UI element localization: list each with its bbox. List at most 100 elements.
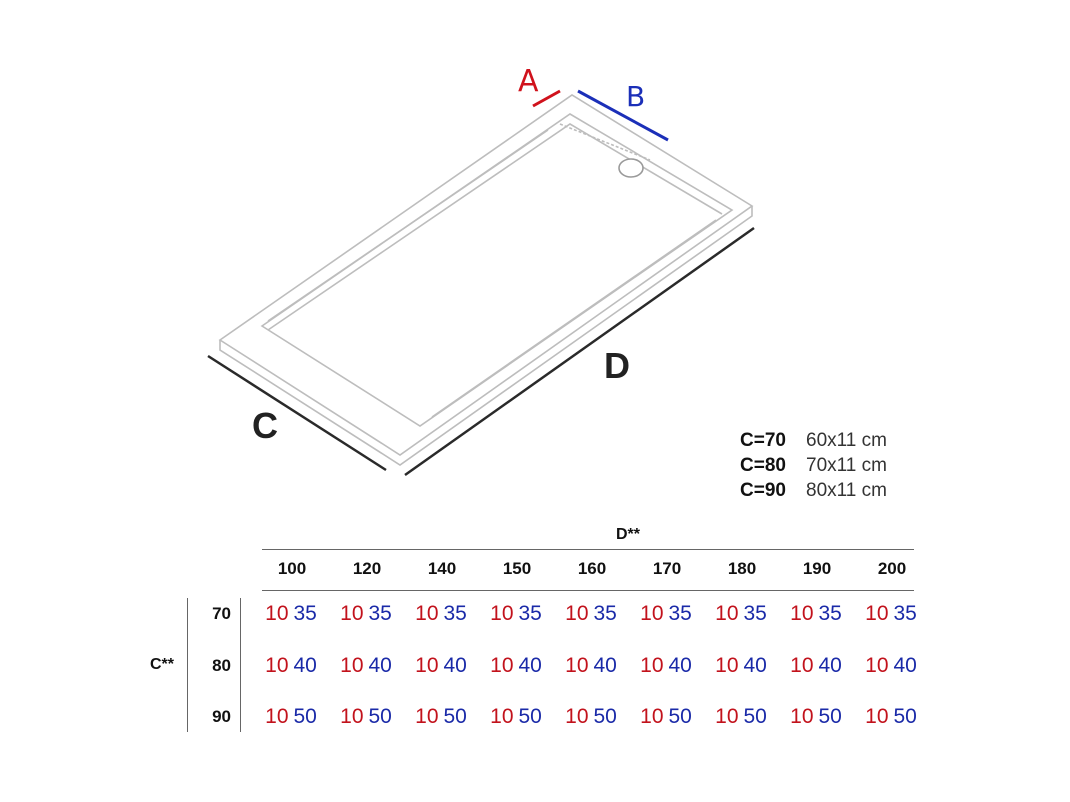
value-b: 35 bbox=[743, 602, 767, 625]
value-b: 50 bbox=[668, 705, 692, 728]
value-a: 10 bbox=[640, 705, 664, 728]
short-side-line bbox=[559, 123, 651, 161]
dimension-line-a bbox=[532, 89, 561, 108]
tray-front-edge bbox=[219, 206, 753, 466]
column-header: 160 bbox=[577, 559, 607, 578]
value-a: 10 bbox=[490, 602, 514, 625]
value-b: 50 bbox=[818, 705, 842, 728]
column-header: 170 bbox=[652, 559, 682, 578]
column-header: 150 bbox=[502, 559, 532, 578]
value-a: 10 bbox=[640, 654, 664, 677]
value-a: 10 bbox=[415, 602, 439, 625]
table-row-label-rule bbox=[240, 598, 241, 732]
value-b: 35 bbox=[293, 602, 317, 625]
value-a: 10 bbox=[265, 602, 289, 625]
column-header: 140 bbox=[427, 559, 457, 578]
value-b: 35 bbox=[443, 602, 467, 625]
tray-outline bbox=[218, 94, 754, 466]
value-b: 50 bbox=[368, 705, 392, 728]
value-a: 10 bbox=[340, 654, 364, 677]
value-b: 40 bbox=[893, 654, 917, 677]
legend-value: 60x11 cm bbox=[806, 430, 887, 451]
value-a: 10 bbox=[565, 602, 589, 625]
value-a: 10 bbox=[340, 602, 364, 625]
legend-row: C=90 80x11 cm bbox=[740, 478, 887, 503]
value-a: 10 bbox=[415, 654, 439, 677]
value-b: 40 bbox=[368, 654, 392, 677]
value-a: 10 bbox=[565, 654, 589, 677]
value-b: 40 bbox=[593, 654, 617, 677]
value-b: 40 bbox=[818, 654, 842, 677]
value-a: 10 bbox=[340, 705, 364, 728]
value-b: 40 bbox=[518, 654, 542, 677]
value-a: 10 bbox=[265, 705, 289, 728]
dimension-line-d bbox=[404, 226, 755, 477]
value-b: 50 bbox=[593, 705, 617, 728]
value-b: 50 bbox=[743, 705, 767, 728]
row-header: 90 bbox=[212, 707, 231, 726]
value-b: 50 bbox=[443, 705, 467, 728]
value-b: 50 bbox=[893, 705, 917, 728]
table-header-rule bbox=[262, 549, 914, 550]
value-b: 40 bbox=[743, 654, 767, 677]
value-a: 10 bbox=[490, 705, 514, 728]
value-b: 40 bbox=[668, 654, 692, 677]
column-header: 190 bbox=[802, 559, 832, 578]
row-header: 70 bbox=[212, 604, 231, 623]
drain-channel-line bbox=[267, 129, 549, 322]
column-header: 120 bbox=[352, 559, 382, 578]
label-a: A bbox=[518, 64, 539, 99]
value-a: 10 bbox=[565, 705, 589, 728]
table-left-rule bbox=[187, 598, 188, 732]
value-a: 10 bbox=[865, 654, 889, 677]
column-header: 100 bbox=[277, 559, 307, 578]
legend-key: C=80 bbox=[740, 455, 786, 476]
label-c: C bbox=[252, 405, 278, 446]
tray-inner-step bbox=[267, 123, 723, 331]
value-a: 10 bbox=[790, 654, 814, 677]
value-a: 10 bbox=[715, 654, 739, 677]
table-d-header: D** bbox=[616, 526, 641, 543]
value-a: 10 bbox=[865, 602, 889, 625]
value-a: 10 bbox=[265, 654, 289, 677]
value-a: 10 bbox=[640, 602, 664, 625]
dimension-line-c bbox=[207, 354, 387, 472]
table-c-header: C** bbox=[150, 656, 175, 673]
value-b: 35 bbox=[668, 602, 692, 625]
legend-key: C=90 bbox=[740, 480, 786, 501]
legend-key: C=70 bbox=[740, 430, 786, 451]
table-header-rule-bottom bbox=[262, 590, 914, 591]
value-a: 10 bbox=[790, 705, 814, 728]
legend-row: C=70 60x11 cm bbox=[740, 428, 887, 453]
legend-value: 80x11 cm bbox=[806, 480, 887, 501]
value-a: 10 bbox=[415, 705, 439, 728]
row-header: 80 bbox=[212, 656, 231, 675]
value-a: 10 bbox=[715, 602, 739, 625]
value-b: 35 bbox=[893, 602, 917, 625]
value-b: 35 bbox=[593, 602, 617, 625]
value-a: 10 bbox=[715, 705, 739, 728]
value-b: 40 bbox=[443, 654, 467, 677]
value-b: 50 bbox=[293, 705, 317, 728]
